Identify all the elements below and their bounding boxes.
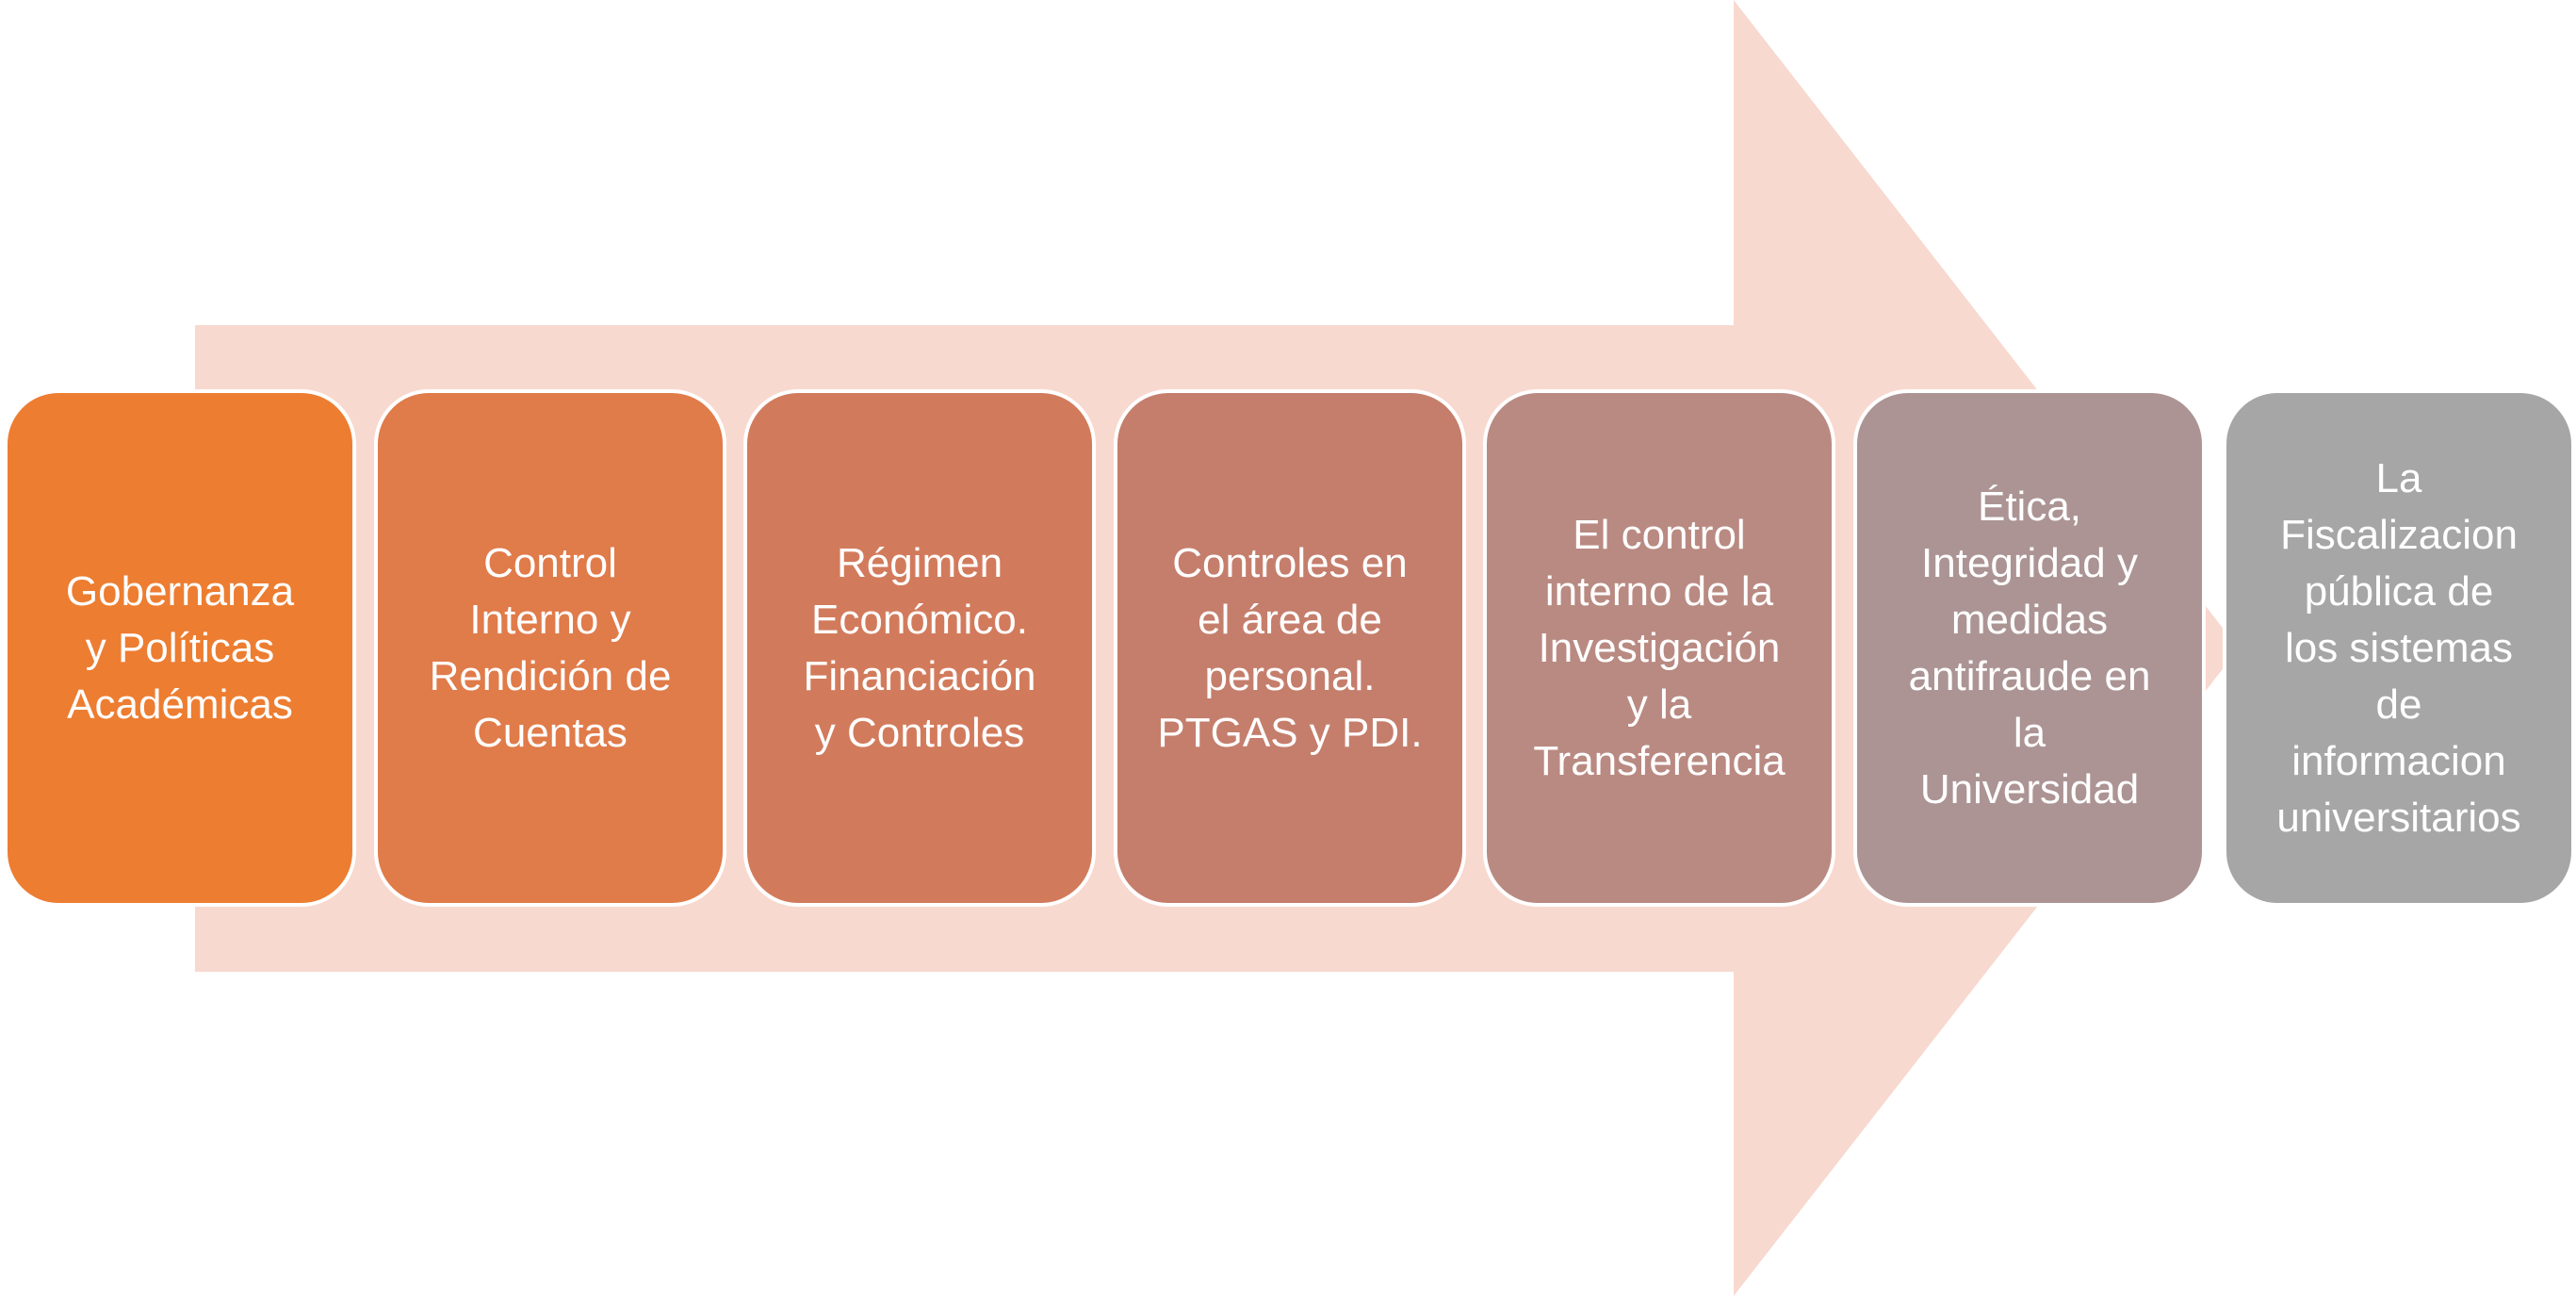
step-controles-personal: Controles en el área de personal. PTGAS … xyxy=(1114,389,1466,907)
step-label: Gobernanza y Políticas Académicas xyxy=(65,567,295,728)
step-label: Régimen Económico. Financiación y Contro… xyxy=(803,539,1036,756)
step-label: Controles en el área de personal. PTGAS … xyxy=(1157,539,1423,756)
step-etica-integridad: Ética, Integridad y medidas antifraude e… xyxy=(1853,389,2206,907)
step-control-interno: Control Interno y Rendición de Cuentas xyxy=(374,389,726,907)
step-label: Control Interno y Rendición de Cuentas xyxy=(429,539,672,756)
step-control-investigacion: El control interno de la Investigación y… xyxy=(1483,389,1835,907)
step-regimen-economico: Régimen Económico. Financiación y Contro… xyxy=(743,389,1096,907)
step-gobernanza: Gobernanza y Políticas Académicas xyxy=(4,389,356,907)
step-label: Ética, Integridad y medidas antifraude e… xyxy=(1908,483,2151,812)
step-label: La Fiscalizacion pública de los sistemas… xyxy=(2276,454,2521,841)
step-label: El control interno de la Investigación y… xyxy=(1533,511,1785,784)
step-fiscalizacion: La Fiscalizacion pública de los sistemas… xyxy=(2223,389,2575,907)
